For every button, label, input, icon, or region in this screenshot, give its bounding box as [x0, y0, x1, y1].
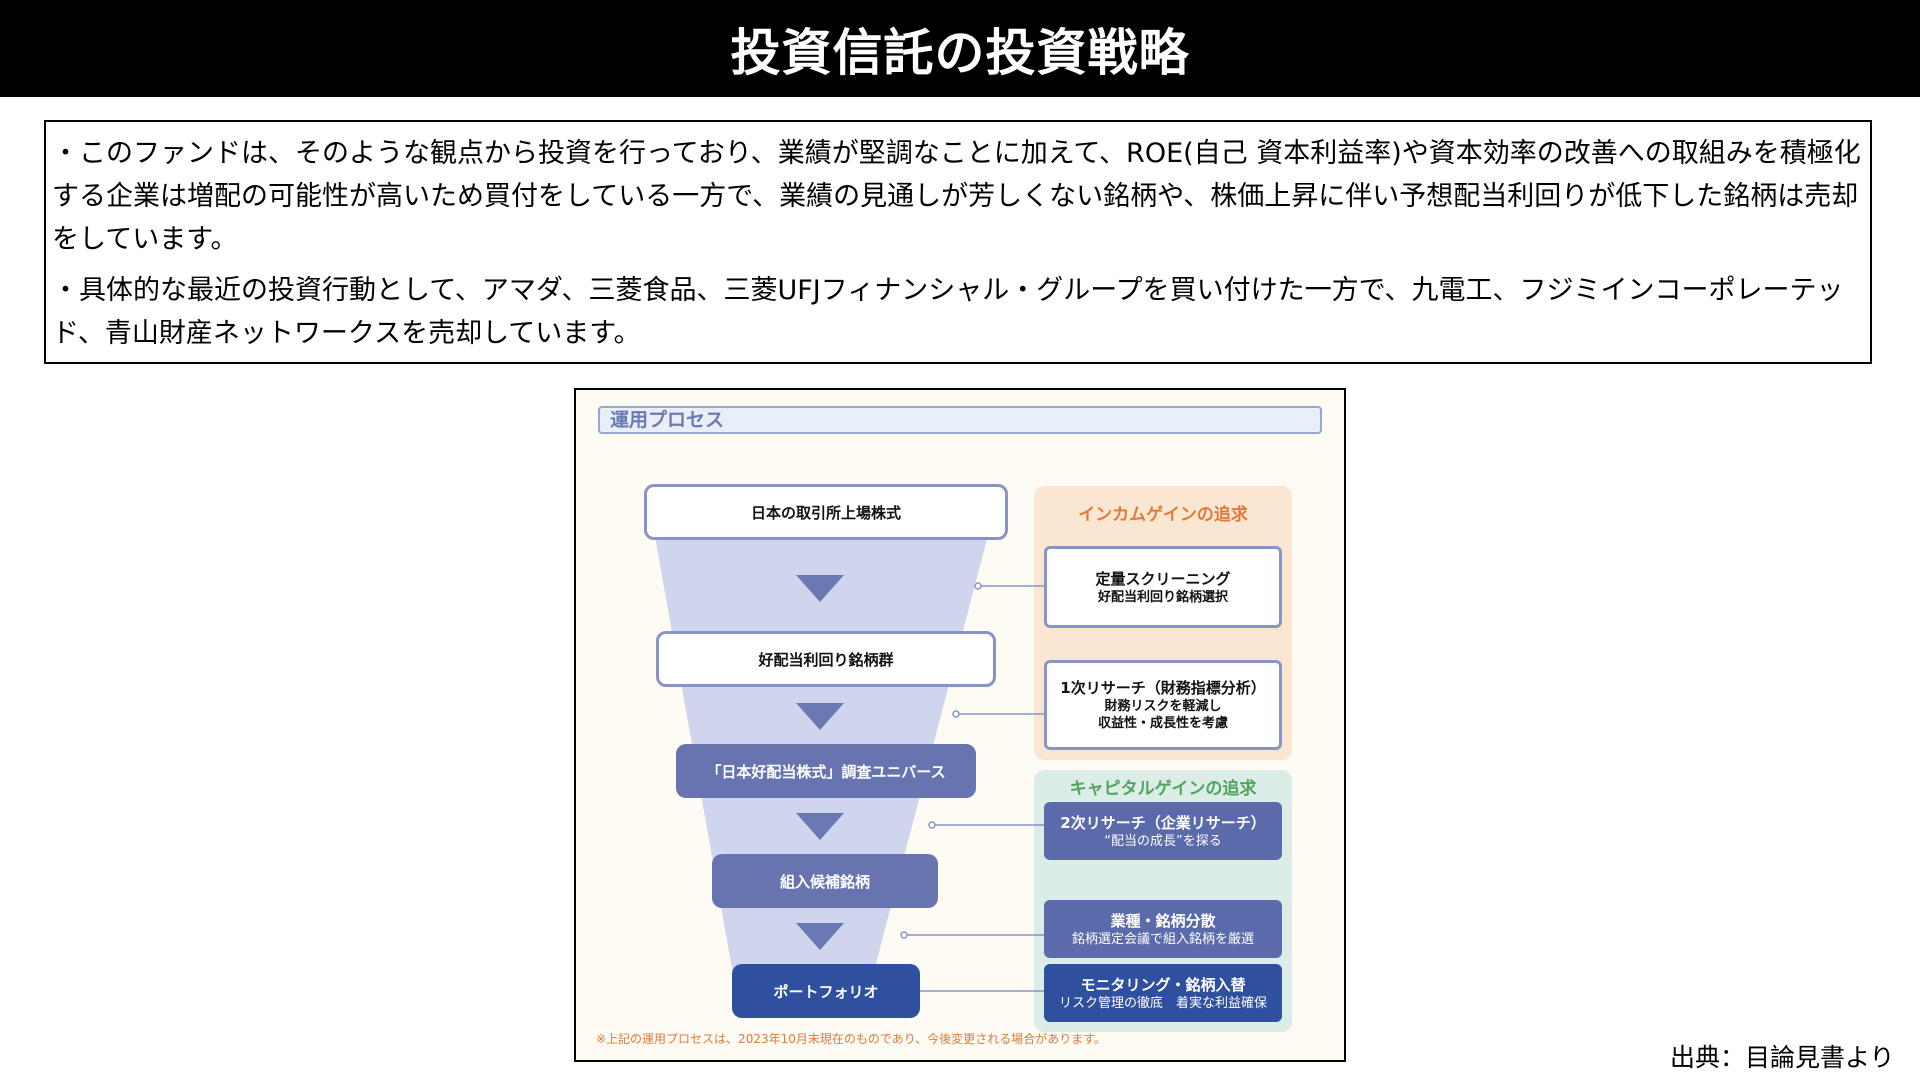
secondary-research-box: 2次リサーチ（企業リサーチ） “配当の成長”を探る [1044, 802, 1282, 860]
diversification-box: 業種・銘柄分散 銘柄選定会議で組入銘柄を厳選 [1044, 900, 1282, 958]
process-footnote: ※上記の運用プロセスは、2023年10月末現在のものであり、今後変更される場合が… [596, 1032, 1107, 1046]
primary-research-title: 1次リサーチ（財務指標分析） [1060, 679, 1266, 697]
secondary-research-title: 2次リサーチ（企業リサーチ） [1060, 813, 1266, 832]
capital-gain-title: キャピタルゲインの追求 [1069, 779, 1257, 799]
connector-dot-4 [900, 931, 908, 939]
monitoring-box: モニタリング・銘柄入替 リスク管理の徹底 着実な利益確保 [1044, 964, 1282, 1022]
connector-dot-1 [974, 582, 982, 590]
paragraph-recent-actions: ・具体的な最近の投資行動として、アマダ、三菱食品、三菱UFJフィナンシャル・グル… [52, 275, 1844, 349]
connector-dot-2 [952, 710, 960, 718]
summary-text-box: ・このファンドは、そのような観点から投資を行っており、業績が堅調なことに加えて、… [44, 120, 1872, 364]
quant-screening-box: 定量スクリーニング 好配当利回り銘柄選択 [1044, 546, 1282, 628]
stage-candidate-stocks: 組入候補銘柄 [712, 854, 938, 908]
primary-research-box: 1次リサーチ（財務指標分析） 財務リスクを軽減し 収益性・成長性を考慮 [1044, 660, 1282, 750]
monitoring-desc: リスク管理の徹底 着実な利益確保 [1058, 995, 1267, 1011]
investment-process-diagram: 運用プロセス インカムゲインの追求 キャピタルゲインの追求 日本の取引所上場株式… [574, 388, 1346, 1062]
page-title: 投資信託の投資戦略 [0, 0, 1920, 97]
source-citation: 出典：目論見書より [1670, 1043, 1895, 1072]
stage-high-dividend-group: 好配当利回り銘柄群 [656, 631, 996, 687]
diversification-title: 業種・銘柄分散 [1110, 911, 1216, 930]
stage-portfolio: ポートフォリオ [732, 964, 920, 1018]
stage-research-universe: 「日本好配当株式」調査ユニバース [676, 744, 976, 798]
primary-research-desc-2: 収益性・成長性を考慮 [1097, 716, 1228, 731]
down-arrow-2 [796, 703, 844, 730]
secondary-research-desc: “配当の成長”を探る [1104, 833, 1222, 849]
monitoring-title: モニタリング・銘柄入替 [1080, 975, 1246, 994]
quant-screening-title: 定量スクリーニング [1095, 569, 1231, 588]
process-header: 運用プロセス [598, 406, 1322, 434]
income-gain-title: インカムゲインの追求 [1078, 505, 1248, 525]
down-arrow-3 [796, 813, 844, 840]
down-arrow-4 [796, 923, 844, 950]
quant-screening-desc: 好配当利回り銘柄選択 [1097, 589, 1228, 605]
connector-dot-3 [928, 821, 936, 829]
diversification-desc: 銘柄選定会議で組入銘柄を厳選 [1071, 931, 1254, 947]
down-arrow-1 [796, 575, 844, 602]
paragraph-strategy: ・このファンドは、そのような観点から投資を行っており、業績が堅調なことに加えて、… [52, 138, 1861, 255]
stage-listed-stocks: 日本の取引所上場株式 [644, 484, 1008, 540]
primary-research-desc-1: 財務リスクを軽減し [1104, 699, 1222, 714]
